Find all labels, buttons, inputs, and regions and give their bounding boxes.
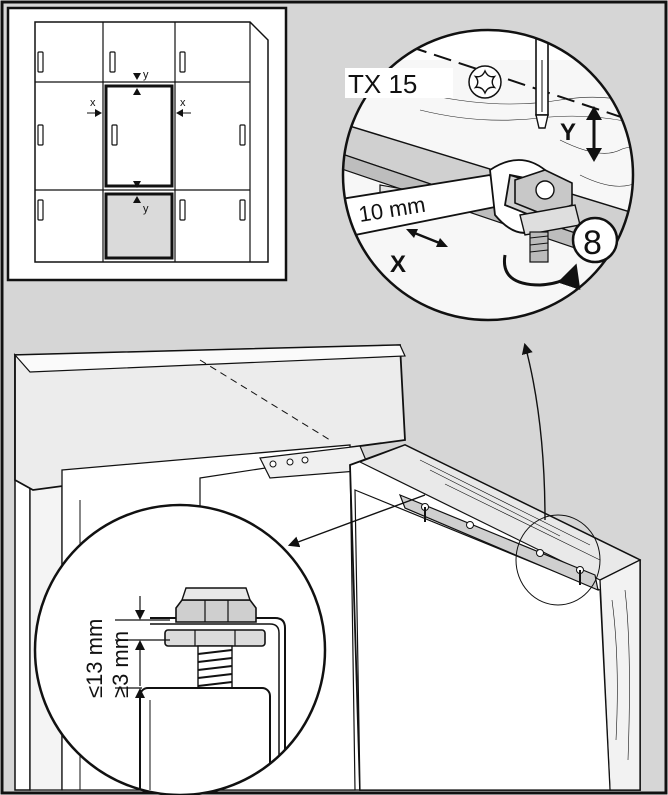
axis-x-label: X: [390, 251, 406, 278]
torx-star-icon: [468, 65, 502, 99]
pointer-arrow-top: [521, 342, 546, 521]
max-gap-label: ≤13 mm: [82, 619, 107, 698]
inset-label-x-left: x: [90, 97, 96, 109]
tool-torx-label: TX 15: [348, 69, 417, 99]
detail-marker-circle: [515, 514, 601, 606]
inset-lower-door: [104, 192, 174, 260]
rotation-arrow-icon: [502, 254, 581, 291]
detail-circle-bottom: ≤13 mm ≥3 mm: [33, 503, 327, 795]
step-number: 8: [583, 224, 602, 262]
step-number-badge: 8: [571, 216, 619, 264]
bolt-head-nut: [175, 599, 257, 623]
inset-cabinet-overview: y x x y: [6, 6, 288, 282]
inset-label-x-right: x: [180, 97, 186, 109]
detail-circle-top: TX 15 10 mm Y X 8: [341, 28, 635, 322]
hinge-base-block: [139, 687, 271, 795]
inset-label-y-bottom: y: [143, 203, 149, 215]
inset-label-y-top: y: [143, 69, 149, 81]
double-arrow-icon: [586, 106, 602, 162]
min-gap-label: ≥3 mm: [108, 631, 133, 698]
axis-y-label: Y: [560, 119, 576, 146]
pointer-arrow-bottom: [287, 494, 426, 548]
